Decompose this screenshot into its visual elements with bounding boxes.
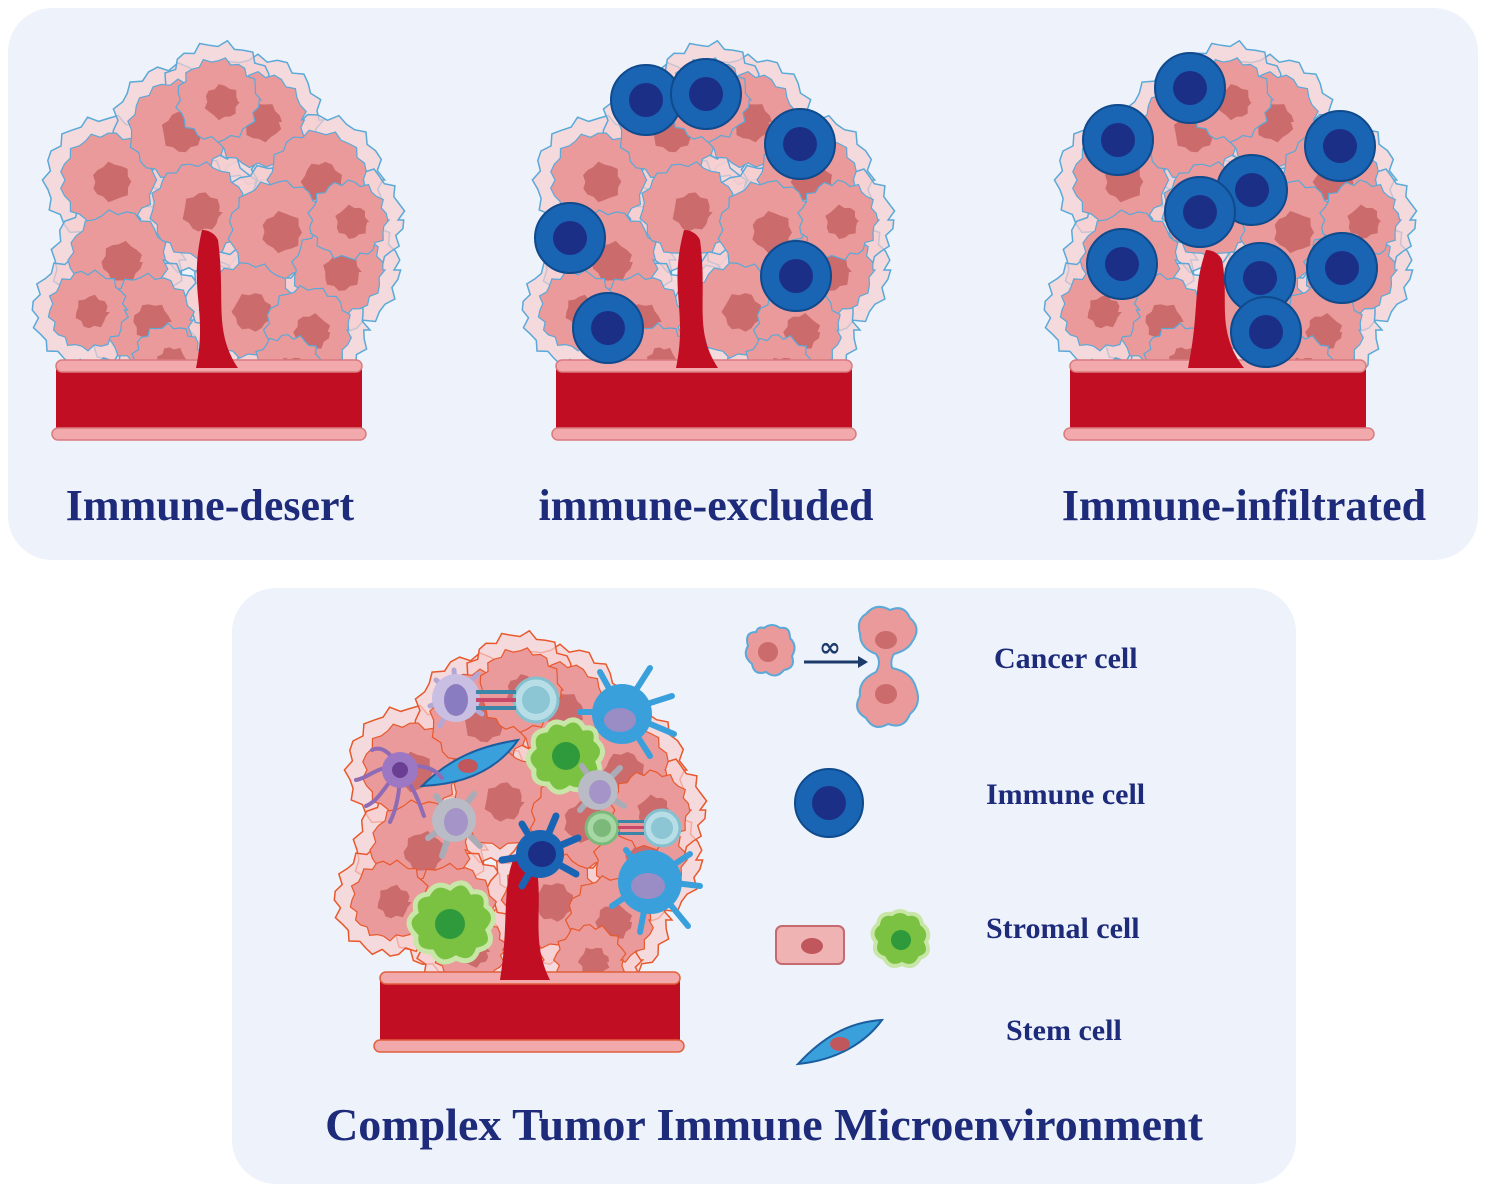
stromal-cell-icon — [775, 909, 931, 968]
tumor-immune-desert — [31, 39, 406, 441]
cancer-cell-nucleus — [721, 293, 762, 332]
cancer-cell-nucleus — [403, 830, 445, 871]
blood-vessel — [551, 230, 857, 441]
tumor-immune-infiltrated — [1043, 39, 1418, 441]
cancer-cell-nucleus — [583, 161, 622, 203]
legend-label-immune-cell: Immune cell — [986, 778, 1146, 811]
immune-cell — [1082, 104, 1154, 176]
blood-vessel — [373, 850, 685, 1053]
immune-cells — [534, 58, 836, 364]
immune-cell — [670, 58, 742, 130]
cancer-cell-nucleus — [262, 211, 303, 254]
immune-cell — [760, 240, 832, 312]
immune-cell — [1086, 228, 1158, 300]
cancer-cell-nucleus — [182, 192, 223, 232]
myeloid-cell-gray — [425, 791, 483, 859]
octopus-dendritic-cell — [354, 746, 444, 824]
cancer-cell-nucleus — [1274, 211, 1315, 254]
green-stromal-icon — [870, 909, 931, 968]
complex-tme-illustration — [333, 629, 708, 1053]
fibroblast-rect-icon — [775, 925, 845, 965]
cancer-cell-nucleus — [825, 204, 860, 239]
immune-cell — [1224, 242, 1296, 314]
stem-cell-in-tumor — [419, 738, 521, 788]
immune-cell — [1306, 232, 1378, 304]
immune-cell — [1154, 52, 1226, 124]
cancer-cell-nucleus — [484, 782, 525, 822]
stromal-green-bottom — [406, 880, 496, 965]
stem-cell-icon — [795, 1018, 885, 1066]
macrophage-blue-bottom — [609, 847, 703, 935]
macrophage-blue-top — [577, 665, 677, 759]
immune-cell — [534, 202, 606, 274]
immune-cell — [764, 108, 836, 180]
immune-cell — [610, 64, 682, 136]
tumor-immune-excluded — [521, 39, 896, 441]
cancer-cell-nucleus — [101, 240, 143, 281]
cancer-cell-nucleus — [1087, 294, 1122, 329]
cancer-cell-dividing — [856, 605, 919, 728]
legend-label-cancer-cell: Cancer cell — [994, 642, 1138, 675]
dendritic-cell-purple — [427, 667, 485, 729]
immune-cell — [1304, 110, 1376, 182]
cancer-cell-nucleus — [231, 293, 272, 332]
blood-vessel — [1063, 250, 1375, 441]
cancer-cell-nucleus — [377, 884, 412, 919]
legend-label-stromal-cell: Stromal cell — [986, 912, 1140, 945]
cancer-cell-nucleus — [533, 883, 574, 922]
immune-cell — [1230, 296, 1302, 368]
dendritic-cell-navy — [498, 812, 582, 890]
immune-cell — [572, 292, 644, 364]
immune-cell-icon — [794, 768, 864, 838]
scenario-label-immune-excluded: immune-excluded — [538, 481, 874, 530]
blood-vessel — [51, 230, 367, 441]
immune-cell — [1164, 176, 1236, 248]
cancer-cell-nucleus — [752, 211, 793, 254]
scenario-label-immune-infiltrated: Immune-infiltrated — [1061, 481, 1427, 530]
cancer-cell-nucleus — [204, 84, 240, 121]
legend-label-stem-cell: Stem cell — [1006, 1014, 1122, 1047]
cancer-cell-dividing-icon: ∞ — [744, 605, 919, 728]
cancer-cell-single — [744, 624, 796, 677]
cancer-cell-nucleus — [335, 204, 370, 239]
bottom-title: Complex Tumor Immune Microenvironment — [325, 1099, 1203, 1150]
t-b-cell-pair — [584, 808, 682, 848]
cancer-cell-nucleus — [672, 192, 713, 232]
myeloid-cell-gray-right — [577, 763, 627, 813]
t-cell-teal — [476, 676, 560, 724]
immune-cells — [1082, 52, 1378, 368]
division-symbol: ∞ — [819, 633, 841, 663]
cancer-cell-nucleus — [1347, 204, 1382, 239]
cancer-cell-nucleus — [93, 161, 132, 203]
cancer-cell-nucleus — [323, 252, 362, 291]
cancer-cell-nucleus — [577, 947, 610, 978]
cancer-cell-nucleus — [75, 294, 110, 329]
scenario-label-immune-desert: Immune-desert — [65, 481, 355, 530]
